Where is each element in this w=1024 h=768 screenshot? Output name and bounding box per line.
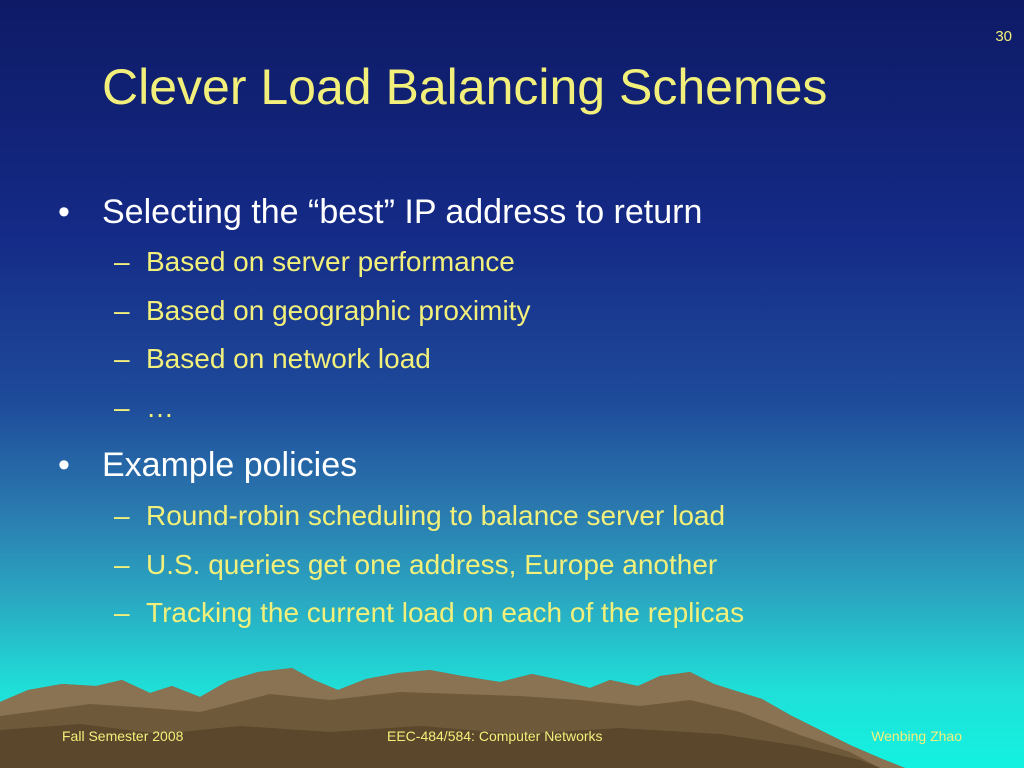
dash-marker: – [114, 246, 130, 277]
footer-author: Wenbing Zhao [871, 728, 962, 744]
sub-bullet-text: Based on geographic proximity [146, 295, 531, 326]
sub-bullet-text: Round-robin scheduling to balance server… [146, 500, 726, 531]
footer-course: EEC-484/584: Computer Networks [387, 728, 603, 744]
sub-bullet-text: Based on network load [146, 343, 431, 374]
dash-marker: – [114, 343, 130, 374]
sub-bullet-geographic-proximity: –Based on geographic proximity [114, 295, 530, 327]
dash-marker: – [114, 597, 130, 628]
dash-marker: – [114, 549, 130, 580]
sub-bullet-us-europe: –U.S. queries get one address, Europe an… [114, 549, 717, 581]
slide-title: Clever Load Balancing Schemes [102, 59, 828, 115]
sub-bullet-text: Based on server performance [146, 246, 515, 277]
bullet-text: Selecting the “best” IP address to retur… [102, 193, 703, 231]
footer-semester: Fall Semester 2008 [62, 728, 184, 744]
bullet-example-policies: • Example policies [58, 446, 357, 485]
sub-bullet-server-performance: –Based on server performance [114, 246, 515, 278]
sub-bullet-tracking-load: –Tracking the current load on each of th… [114, 597, 744, 629]
slide-number: 30 [995, 28, 1012, 45]
bullet-text: Example policies [102, 446, 358, 484]
dash-marker: – [114, 295, 130, 326]
dash-marker: – [114, 500, 130, 531]
sub-bullet-text: … [146, 392, 174, 423]
bullet-marker: • [58, 193, 70, 231]
sub-bullet-text: U.S. queries get one address, Europe ano… [146, 549, 718, 580]
dash-marker: – [114, 392, 130, 423]
bullet-selecting-best-ip: • Selecting the “best” IP address to retu… [58, 193, 702, 232]
sub-bullet-ellipsis: –… [114, 392, 174, 424]
sub-bullet-network-load: –Based on network load [114, 343, 431, 375]
sub-bullet-round-robin: –Round-robin scheduling to balance serve… [114, 500, 725, 532]
sub-bullet-text: Tracking the current load on each of the… [146, 597, 745, 628]
bullet-marker: • [58, 446, 70, 484]
